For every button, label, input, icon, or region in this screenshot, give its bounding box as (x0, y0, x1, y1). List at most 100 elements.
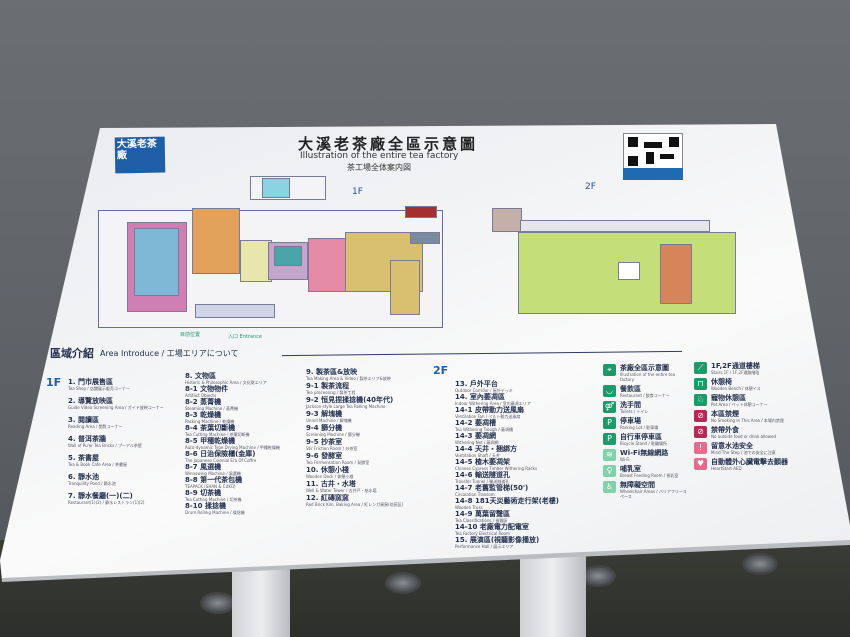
area-sublabel: Artifact Objects (185, 393, 217, 398)
ground-light (385, 572, 421, 594)
area-label: 5. 茶書屋 (68, 454, 99, 462)
area-label: 14. 室內萎凋區 (455, 393, 505, 401)
toilet-icon: ⚤ (603, 401, 616, 413)
area-label: 8-9 切茶機 (185, 489, 222, 497)
area-label: 13. 戶外平台 (455, 380, 498, 388)
area-label: 14-10 老廠電力配電室 (455, 523, 529, 531)
area-label: 15. 展演區(視聽影像播放) (455, 536, 540, 544)
area-sublabel: Packing Machine / 乾燥機 (185, 419, 235, 424)
legend-sublabel: Wheelchair Areas / バリアフリースペース (620, 489, 687, 499)
area-label: 8-1 文物物件 (185, 385, 229, 393)
area-label: 9-5 抄茶室 (306, 438, 343, 446)
area-sublabel: Winnowing Machine / 風選機 (185, 471, 241, 476)
current-location-label: 目前位置 (180, 332, 201, 338)
section-subtitle: Area Introduce / 工場エリアについて (100, 349, 239, 358)
location-pin-icon: ⌖ (603, 364, 616, 376)
ground-light (200, 592, 236, 614)
legend-label: 洗手間 (620, 401, 641, 409)
legend-label: 哺乳室 (620, 465, 641, 473)
area-item: 15. 展演區(視聽影像播放)Performance Hall / 展示エリア (455, 536, 597, 549)
area-sublabel: TEAPACK (SHAN & CUKO) (185, 484, 236, 489)
area-sublabel: Tea Classifications / 留聲區 (455, 518, 508, 523)
area-label: 14-3 萎凋網 (455, 432, 496, 440)
area-label: 1. 門市展售區 (68, 378, 113, 386)
area-sublabel: Tranquility Pond / 静水池 (68, 481, 116, 486)
area-label: 14-7 老舊監管梯(50') (455, 484, 529, 492)
area-sublabel: Tea Making Area & Video / 製茶エリア&放映 (306, 376, 391, 381)
area-item: 14-7 老舊監管梯(50')Circulation Transom (455, 484, 597, 497)
legend-label: 自動體外心臟電擊去顫器 (711, 458, 788, 466)
legend-sublabel: Mind The Step / 池での安全に注意 (711, 450, 776, 455)
caution-water-icon: ! (694, 442, 707, 454)
legend-sublabel: HeartStart AED (711, 466, 742, 471)
legend-label: 停車場 (620, 417, 641, 425)
area-label: 8-10 揉捻機 (185, 502, 226, 510)
area-sublabel: Circulation Transom (455, 492, 495, 497)
area-sublabel: Indoor Withering Area / 室内萎凋エリア (455, 401, 531, 406)
title-en: Illustration of the entire tea factory (300, 151, 459, 161)
floor-2-tag: 2F (433, 364, 449, 377)
legend-label: 留意水池安全 (711, 442, 753, 450)
area-sublabel: Chinese Cypress Timber Withering Racks (455, 466, 538, 471)
bicycle-parking-icon: P (603, 433, 616, 445)
area-label: 4. 普洱茶牆 (68, 435, 106, 443)
area-label: 14-9 萬葉留聲區 (455, 510, 510, 518)
area-sublabel: Tea & Book Cafe Area / 茶書屋 (68, 462, 128, 467)
sign-leg (232, 560, 290, 637)
stairs-icon: ⟋ (694, 362, 707, 374)
area-label: 12. 紅磚窯窯 (306, 494, 349, 502)
map-room (195, 304, 275, 318)
area-label: 9-3 解塊機 (306, 410, 343, 418)
area-sublabel: Red Brick Kiln, Baking Area / 紅レンガ窯窯(焙煎区… (306, 502, 404, 507)
legend-label: Wi-Fi無線網路 (620, 449, 669, 457)
area-sublabel: Performance Hall / 展示エリア (455, 544, 514, 549)
legend-label: 禁帶外食 (711, 426, 739, 434)
legend-sublabel: Wooden Bench / 休憩イス (711, 386, 761, 391)
title-ja: 茶工場全体案内図 (347, 163, 411, 172)
legend-sublabel: No Smoking In This Area / 本場内禁煙 (711, 418, 784, 423)
area-label: 14-4 天井・捆綁方 (455, 445, 517, 453)
area-label: 10. 休憩小棧 (306, 466, 349, 474)
area-label: 8-2 蒸菁機 (185, 398, 222, 406)
area-label: 8-6 日治保險櫃(金庫) (185, 450, 256, 458)
area-sublabel: Tea Fermentation Room / 発酵室 (306, 460, 370, 465)
area-sublabel: Withering Net / 萎凋網 (455, 440, 499, 445)
area-label: 14-2 萎凋槽 (455, 419, 496, 427)
area-sublabel: Stir Friction Room / 炒茶室 (306, 446, 358, 451)
legend-label: 自行車停車區 (620, 433, 662, 441)
area-sublabel: Screening Machine / 篩分機 (306, 432, 360, 437)
